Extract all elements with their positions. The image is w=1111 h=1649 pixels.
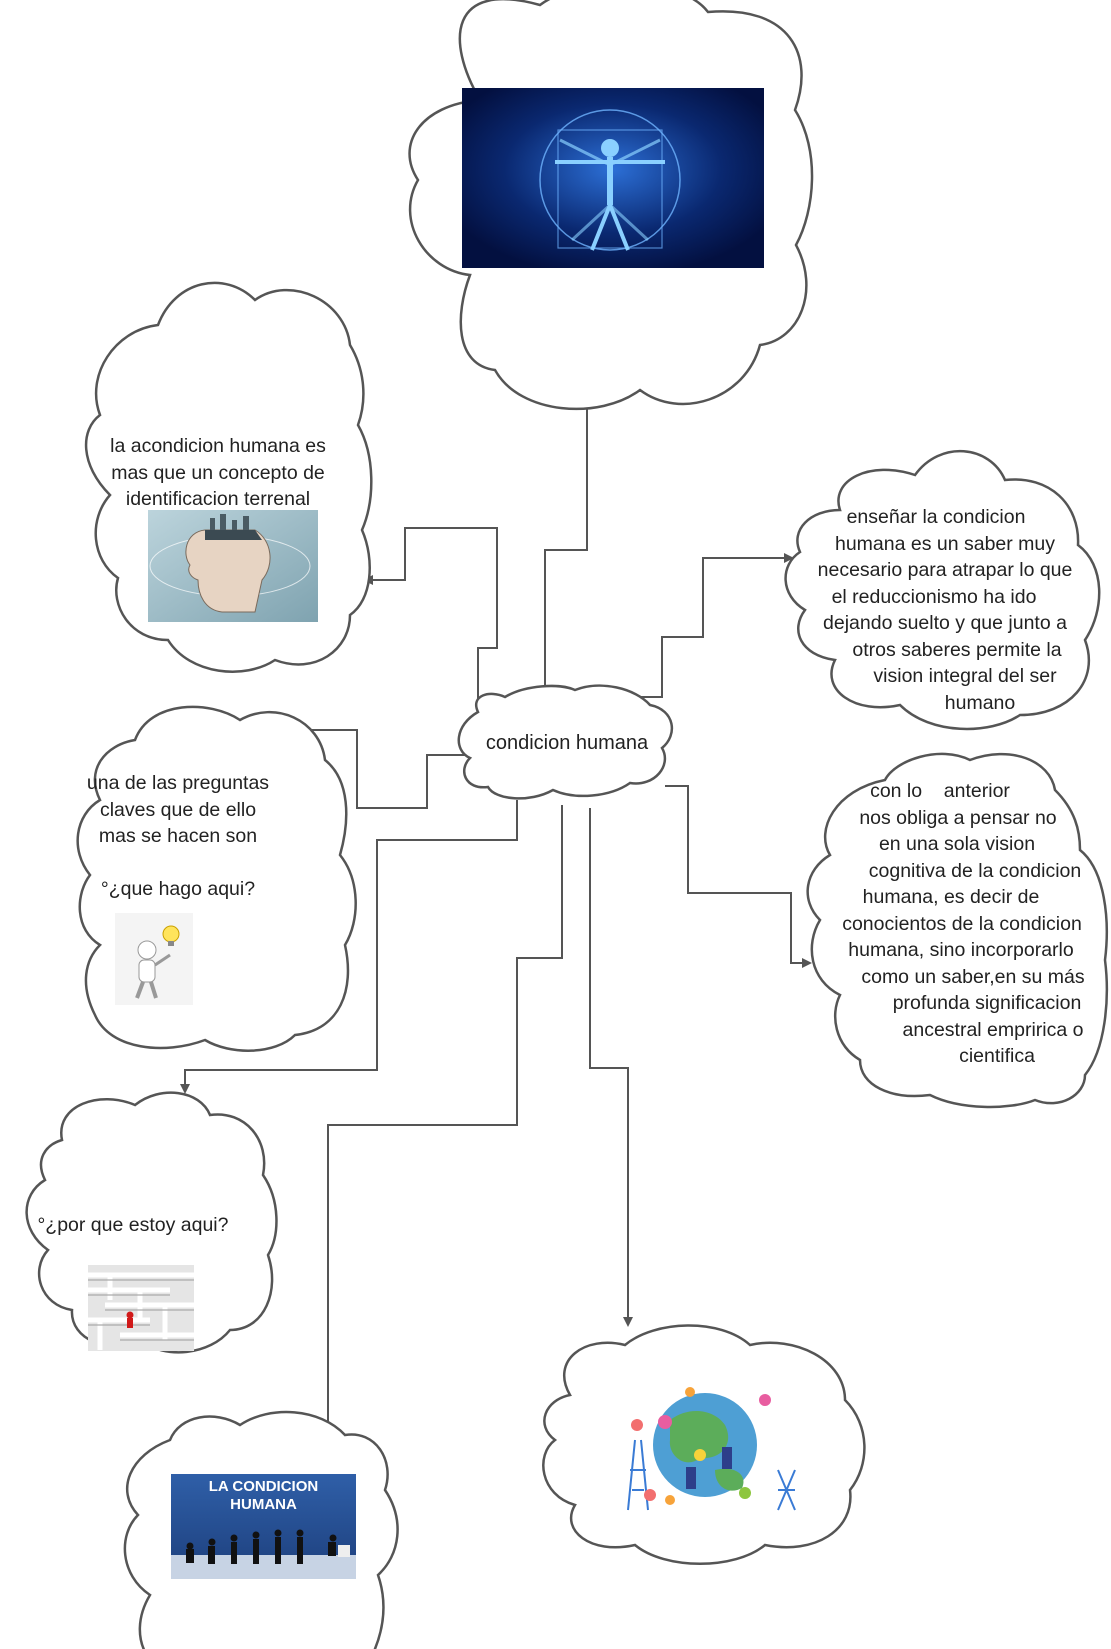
node-left-1-text: la acondicion humana es mas que un conce… — [83, 433, 353, 513]
node-right-1-line-7: vision integral del ser — [873, 665, 1057, 687]
node-right-2-line-8: como un saber,en su más — [861, 965, 1085, 988]
node-left-3-line-1: °¿por que estoy aqui? — [37, 1214, 229, 1236]
node-right-2-line-5: humana, es decir de — [862, 886, 1040, 908]
connector-to-bottom-left — [323, 805, 563, 1447]
connector-to-left-3 — [180, 800, 518, 1094]
node-right-2-line-2: nos obliga a pensar no — [859, 806, 1057, 829]
node-right-2-line-4: cognitiva de la condicion — [868, 859, 1082, 882]
connector-to-bottom-right — [589, 808, 633, 1327]
node-left-2-line-1: una de las preguntas — [86, 772, 270, 794]
node-right-1-line-6: otros saberes permite la — [852, 638, 1062, 661]
node-right-1-line-3: necesario para atrapar lo que — [817, 559, 1073, 581]
node-right-1-line-2: humana es un saber muy — [834, 532, 1056, 555]
vitruvian-man-image — [462, 88, 764, 268]
head-image — [148, 510, 318, 622]
node-left-1-line-2: mas que un concepto de — [111, 461, 325, 484]
cloud-right-1 — [784, 450, 1101, 731]
central-node-label[interactable]: condicion humana — [485, 732, 649, 754]
evolution-title-line-2: HUMANA — [230, 1496, 297, 1513]
node-left-2-text: una de las preguntas claves que de ello … — [53, 770, 303, 903]
node-right-2-line-3: en una sola vision — [878, 833, 1036, 855]
node-right-2-line-9: profunda significacion — [892, 992, 1082, 1014]
connector-to-top — [544, 366, 592, 695]
node-right-1-line-1: enseñar la condicion — [846, 506, 1026, 528]
evolution-image — [171, 1474, 356, 1579]
node-left-2-line-5: °¿que hago aqui? — [100, 878, 256, 900]
maze-image — [88, 1265, 194, 1351]
node-right-2-line-11: cientifica — [959, 1045, 1035, 1067]
node-right-2-text: con lo anterior nos obliga a pensar no e… — [825, 778, 1105, 1070]
node-right-1-line-5: dejando suelto y que junto a — [823, 612, 1067, 634]
node-right-1-text: enseñar la condicion humana es un saber … — [795, 504, 1095, 716]
connector-to-left-1 — [363, 527, 498, 710]
node-right-2-line-1: con lo anterior — [870, 780, 1010, 802]
node-right-2-line-6: conocientos de la condicion — [842, 912, 1082, 935]
lightbulb-figure-image — [115, 913, 193, 1005]
node-left-1-line-3: identificacion terrenal — [125, 488, 311, 510]
node-right-1-line-4: el reduccionismo ha ido — [831, 585, 1037, 608]
connectors — [180, 366, 812, 1447]
globe-image — [605, 1370, 805, 1515]
node-right-2-line-10: ancestral empririca o — [902, 1018, 1084, 1041]
node-left-3-text: °¿por que estoy aqui? — [18, 1212, 248, 1239]
cloud-right-2 — [806, 752, 1109, 1109]
node-right-2-line-7: humana, sino incorporarlo — [848, 939, 1074, 961]
cloud-center — [457, 684, 674, 800]
evolution-image-title: LA CONDICION HUMANA — [171, 1478, 356, 1514]
connector-to-right-2 — [665, 785, 812, 968]
evolution-title-line-1: LA CONDICION — [208, 1478, 319, 1495]
connector-to-right-1 — [640, 553, 794, 698]
node-left-2-line-3: mas se hacen son — [98, 825, 258, 847]
node-left-2-line-2: claves que de ello — [99, 798, 257, 821]
node-right-1-line-8: humano — [944, 691, 1016, 714]
node-left-2-line-4 — [53, 850, 303, 877]
node-left-1-line-1: la acondicion humana es — [110, 435, 326, 457]
